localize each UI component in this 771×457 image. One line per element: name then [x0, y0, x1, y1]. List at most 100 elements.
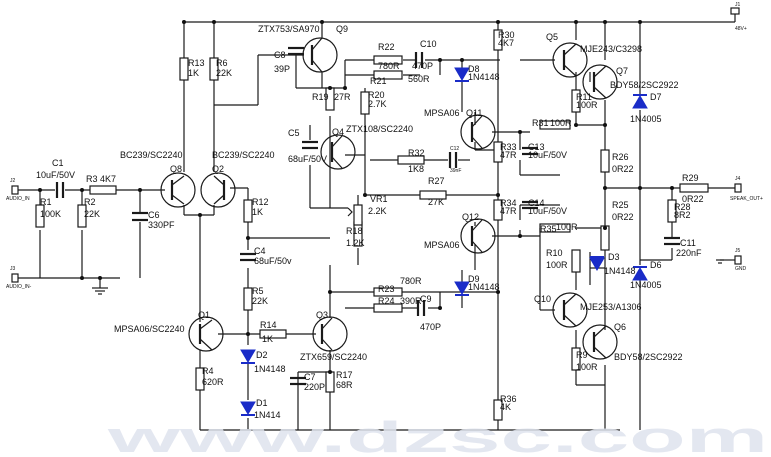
r18-ref: R18 [346, 226, 363, 236]
c8-value: 39P [274, 64, 290, 74]
r6-value: 22K [216, 68, 232, 78]
r31-ref: R31 [532, 118, 549, 128]
c5-ref: C5 [288, 128, 300, 138]
q9-ref: Q9 [336, 24, 348, 34]
d8-ref: D8 [468, 64, 480, 74]
r17-ref: R17 [336, 370, 353, 380]
connector-symbols [11, 7, 742, 295]
r19-value: 27R [334, 92, 351, 102]
c11-ref: C11 [680, 238, 696, 248]
q7-value: BDY58/2SC2922 [610, 80, 679, 90]
q2-ref: Q2 [212, 164, 224, 174]
c13-value: 10uF/50V [528, 150, 567, 160]
d6-value: 1N4005 [630, 280, 662, 290]
d2-value: 1N4148 [254, 364, 286, 374]
c12-ref: C12 [450, 146, 459, 152]
d7-value: 1N4005 [630, 114, 662, 124]
q8-ref: Q8 [170, 164, 182, 174]
q11-symbol [460, 114, 496, 150]
q3-value: ZTX659/SC2240 [300, 352, 367, 362]
r22-value: 780R [378, 61, 400, 71]
q9-value: ZTX753/SA970 [258, 24, 320, 34]
vr1-ref: VR1 [370, 194, 388, 204]
d6-ref: D6 [650, 260, 662, 270]
q11-value: MPSA06 [424, 108, 460, 118]
wire-network [18, 14, 736, 431]
r33-ref: R33 [500, 142, 517, 152]
ground-symbol-output [716, 259, 724, 264]
c7-value: 220P [304, 382, 325, 392]
r34-ref: R34 [500, 198, 517, 208]
d9-symbol [454, 281, 470, 296]
r36-value: 4K [500, 402, 511, 412]
r32-ref: R32 [408, 148, 425, 158]
d6-symbol [632, 266, 648, 281]
r12-value: 1K [252, 207, 263, 217]
j1-label: 48V+ [735, 26, 747, 32]
r22-ref: R22 [378, 42, 395, 52]
d3-symbol [589, 256, 605, 271]
r21-value: 560R [408, 74, 430, 84]
r12-ref: R12 [252, 197, 269, 207]
r30-ref: R30 [498, 30, 515, 40]
r24-ref: R24 [378, 296, 395, 306]
r35-ref: R35 [540, 224, 557, 234]
q1-ref: Q1 [198, 310, 210, 320]
d3-ref: D3 [608, 252, 620, 262]
vr1-value: 2.2K [368, 206, 387, 216]
c10-value: 470P [412, 61, 433, 71]
c1-ref: C1 [52, 158, 64, 168]
r24-value: 390R [400, 296, 422, 306]
resistor-bodies [35, 29, 709, 421]
c6-ref: C6 [148, 210, 160, 220]
q12-ref: Q12 [462, 212, 479, 222]
q12-symbol [460, 218, 496, 254]
d1-ref: D1 [256, 398, 268, 408]
q4-value: ZTX108/SC2240 [346, 124, 413, 134]
d9-value: 1N4148 [468, 282, 500, 292]
c1-value: 10uF/50V [36, 170, 75, 180]
r18-value: 1.2K [346, 238, 365, 248]
d2-symbol [240, 349, 256, 364]
q1-symbol [188, 316, 224, 352]
d8-value: 1N4148 [468, 72, 500, 82]
c13-ref: C13 [528, 142, 545, 152]
connector-labels: J2 AUDIO_IN J3 AUDIO_IN- J1 48V+ J4 SPEA… [6, 2, 763, 290]
r28-value: 8R2 [674, 210, 691, 220]
c4-ref: C4 [254, 246, 266, 256]
j5-label: GND [735, 266, 747, 272]
r13-value: 1K [188, 68, 199, 78]
c8-ref: C8 [274, 50, 286, 60]
r35-value: 100R [556, 222, 578, 232]
r19-ref: R19 [312, 92, 329, 102]
c12-value: 39nF [450, 168, 461, 174]
r26-ref: R26 [612, 152, 629, 162]
q12-value: MPSA06 [424, 240, 460, 250]
r27-ref: R27 [428, 176, 445, 186]
d1-symbol [240, 401, 256, 416]
r11-value: 100R [576, 100, 598, 110]
c6-value: 330PF [148, 220, 175, 230]
d1-value: 1N414 [254, 410, 281, 420]
c14-ref: C14 [528, 198, 545, 208]
r2-value: 22K [84, 209, 100, 219]
q6-value: BDY58/2SC2922 [614, 352, 683, 362]
r20-value: 2.7K [368, 99, 387, 109]
d2-ref: D2 [256, 350, 268, 360]
j4-label: SPEAK_OUT+ [730, 196, 763, 202]
j2-ref: J2 [10, 178, 16, 184]
r4-ref: R4 [202, 366, 214, 376]
q11-ref: Q11 [466, 108, 482, 118]
q8-symbol [160, 172, 196, 208]
d8-symbol [454, 67, 470, 82]
r5-value: 22K [252, 296, 268, 306]
r23-value: 780R [400, 276, 422, 286]
q8-value: BC239/SC2240 [120, 150, 183, 160]
q10-symbol [552, 292, 588, 328]
j3-label: AUDIO_IN- [6, 284, 32, 290]
r26-value: 0R22 [612, 164, 634, 174]
q2-symbol [200, 172, 236, 208]
r10-ref: R10 [546, 248, 563, 258]
r9-ref: R9 [576, 350, 588, 360]
r32-value: 1K8 [408, 164, 424, 174]
